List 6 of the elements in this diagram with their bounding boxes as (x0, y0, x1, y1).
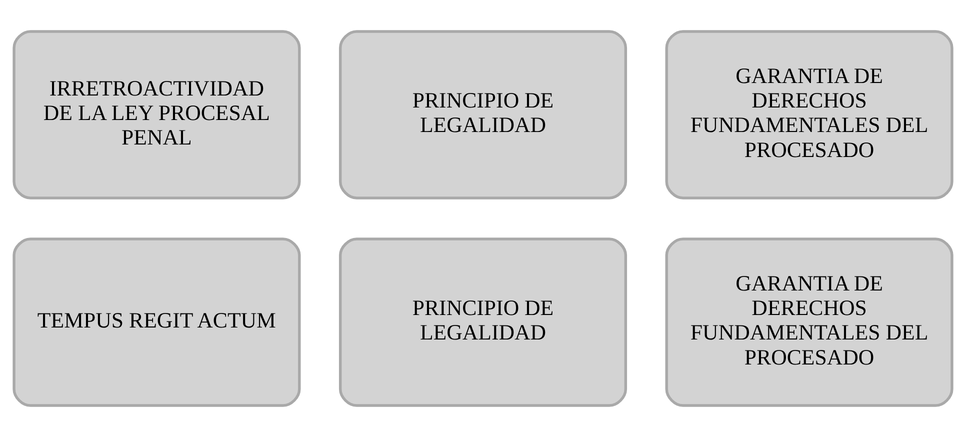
node-box: GARANTIA DE DERECHOS FUNDAMENTALES DEL PROCESADO (665, 30, 954, 199)
node-box: GARANTIA DE DERECHOS FUNDAMENTALES DEL PROCESADO (665, 237, 954, 406)
node-box: PRINCIPIO DE LEGALIDAD (338, 237, 628, 406)
node-box: PRINCIPIO DE LEGALIDAD (338, 30, 628, 199)
node-box: IRRETROACTIVIDAD DE LA LEY PROCESAL PENAL (12, 30, 301, 199)
node-box: TEMPUS REGIT ACTUM (12, 237, 301, 406)
